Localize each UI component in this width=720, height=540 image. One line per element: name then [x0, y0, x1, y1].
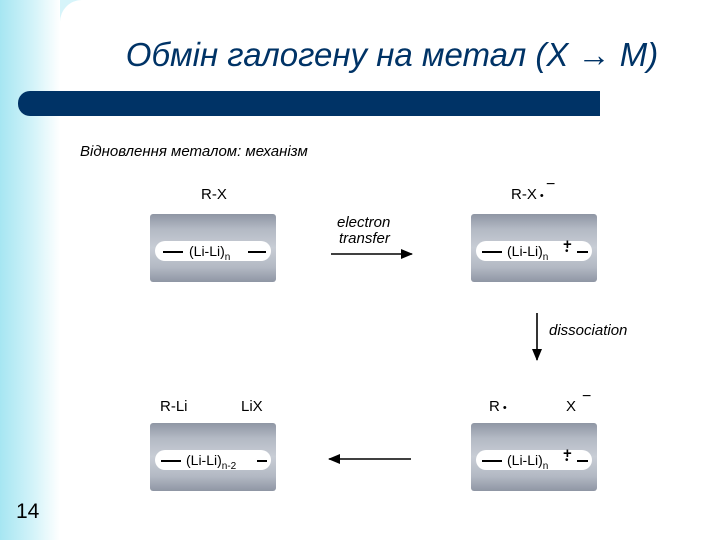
decorative-corner [60, 0, 82, 60]
label-rli: R-Li [160, 398, 188, 415]
cluster-top-left: (Li-Li)n [189, 243, 231, 263]
slide-subtitle: Відновлення металом: механізм [80, 143, 308, 160]
lithium-surface-top-right: (Li-Li)n + • [471, 214, 597, 282]
lithium-surface-bottom-right: (Li-Li)n + • [471, 423, 597, 491]
arrow-label-electron: electron [337, 214, 391, 231]
label-rx-top-left: R-X [201, 186, 227, 203]
page-number: 14 [16, 500, 40, 523]
cluster-bottom-left: (Li-Li)n-2 [186, 452, 237, 472]
x-anion-charge: − [582, 388, 592, 405]
label-x-anion: X [566, 398, 577, 415]
cluster-bottom-right: (Li-Li)n [507, 452, 549, 472]
label-lix: LiX [241, 398, 263, 415]
cation-charge-top: + [563, 236, 572, 253]
arrow-label-transfer: transfer [339, 230, 390, 247]
slide-title: Обмін галогену на метал (X → M) [125, 36, 659, 73]
arrow-label-dissociation: dissociation [549, 322, 628, 339]
label-rx-radical-anion: R-X • [511, 186, 544, 203]
label-r-radical: R • [489, 398, 507, 415]
cation-charge-bottom: + [563, 445, 572, 462]
cluster-top-right: (Li-Li)n [507, 243, 549, 263]
anion-charge: − [546, 176, 556, 193]
lithium-surface-top-left: (Li-Li)n [150, 214, 276, 282]
title-underline-bar [18, 91, 600, 116]
lithium-surface-bottom-left: (Li-Li)n-2 [150, 423, 276, 491]
decorative-left-strip [0, 0, 60, 540]
